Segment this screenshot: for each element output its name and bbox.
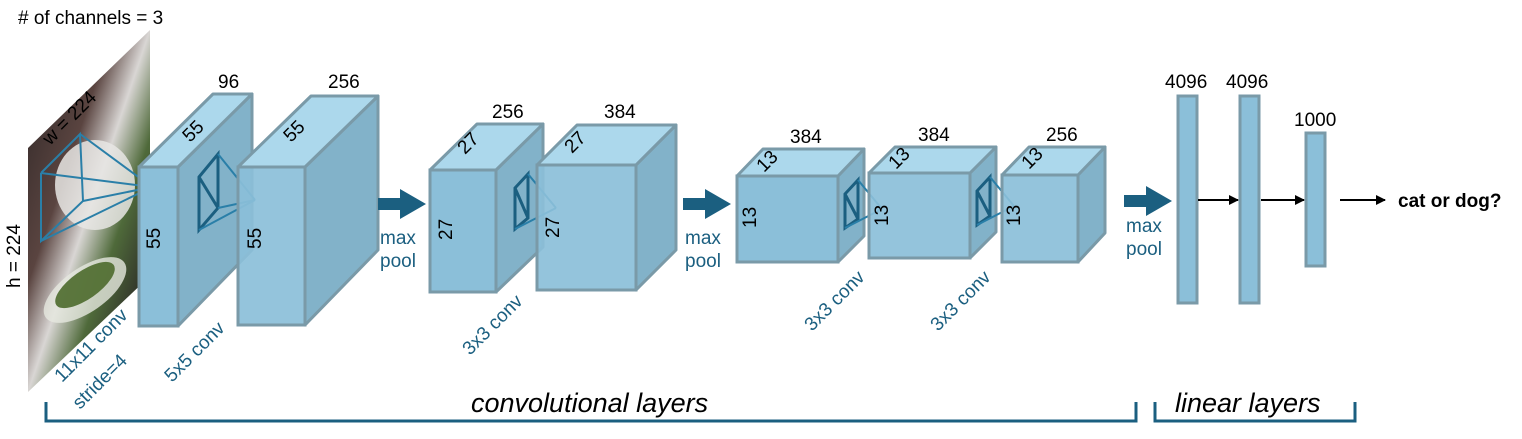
fc2-units: 4096 [1226,72,1268,93]
input-image [28,30,150,392]
output-label: cat or dog? [1398,191,1501,212]
conv3-depth: 256 [492,102,524,123]
salad [55,261,115,309]
conv1-side-dim: 55 [144,228,165,249]
pool2-line2: pool [685,251,721,272]
conv-block-7 [1000,145,1107,264]
pool1-line2: pool [380,251,416,272]
fc-layer-2 [1238,94,1261,305]
conv7-depth: 256 [1046,125,1078,146]
pool3-line2: pool [1126,239,1162,260]
conv7-side-dim: 13 [1004,205,1025,226]
fc3-units: 1000 [1294,110,1336,131]
conv6-side-dim: 13 [872,205,893,226]
conv5-depth: 384 [790,127,822,148]
channels-label: # of channels = 3 [18,8,163,29]
conv-section-bracket [44,402,1138,423]
conv5-side-dim: 13 [740,207,761,228]
height-label: h = 224 [4,224,25,288]
op-5x5-conv: 5x5 conv [161,318,230,387]
fc-layer-3 [1304,131,1327,268]
op-3x3-conv-3: 3x3 conv [927,267,996,336]
conv-section-label: convolutional layers [471,388,708,418]
op-3x3-conv-1: 3x3 conv [459,291,528,360]
op-3x3-conv-2: 3x3 conv [801,267,870,336]
conv-block-4 [535,123,678,292]
linear-section-bracket [1153,402,1357,423]
pool2-line1: max [685,228,721,249]
pool1-line1: max [380,228,416,249]
conv-block-6 [867,145,998,260]
conv2-depth: 256 [328,72,360,93]
pool-arrow-1 [378,189,426,219]
conv-block-3 [428,122,545,294]
pool3-line1: max [1126,216,1162,237]
pool-arrow-3 [1124,186,1172,216]
fc1-units: 4096 [1165,72,1207,93]
conv6-depth: 384 [918,125,950,146]
conv1-depth: 96 [218,72,239,93]
pool-arrow-2 [683,189,731,219]
conv4-depth: 384 [604,102,636,123]
conv-block-2 [236,94,380,327]
linear-section-label: linear layers [1175,388,1321,418]
fc-layer-1 [1176,94,1199,305]
conv2-side-dim: 55 [245,228,266,249]
conv4-side-dim: 27 [543,217,564,238]
conv3-side-dim: 27 [436,219,457,240]
